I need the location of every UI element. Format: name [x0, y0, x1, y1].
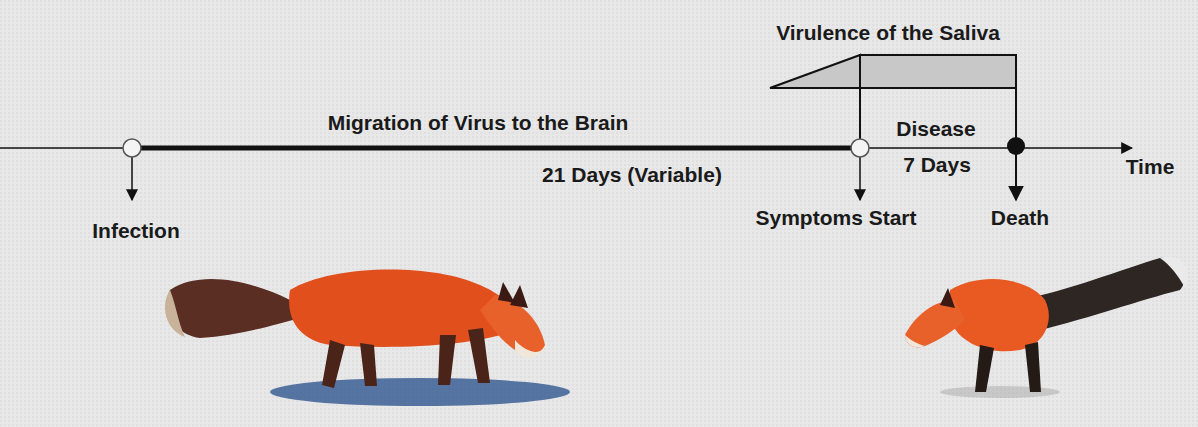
pointer-arrow [131, 157, 133, 200]
event-circle [851, 139, 869, 157]
time-axis [0, 147, 124, 149]
event-circle [123, 139, 141, 157]
virulence-plateau [860, 55, 1016, 88]
timeline-label: 7 Days [903, 153, 971, 177]
timeline-label: Death [991, 206, 1049, 230]
migration-bar [140, 146, 852, 151]
timeline-label: Migration of Virus to the Brain [328, 111, 629, 135]
sick-fox [905, 257, 1188, 398]
event-circle [1007, 137, 1025, 155]
healthy-fox [165, 269, 570, 406]
pointer-arrow [859, 157, 861, 200]
timeline-label: 21 Days (Variable) [542, 163, 722, 187]
timeline-label: Disease [896, 117, 975, 141]
time-axis [868, 147, 1132, 149]
virulence-ramp [770, 55, 860, 88]
timeline-label: Infection [92, 219, 180, 243]
marker-line [859, 55, 861, 139]
timeline-label: Virulence of the Saliva [776, 21, 1000, 45]
timeline-label: Symptoms Start [755, 206, 916, 230]
pointer-arrow [1015, 55, 1017, 200]
timeline-label: Time [1126, 155, 1175, 179]
